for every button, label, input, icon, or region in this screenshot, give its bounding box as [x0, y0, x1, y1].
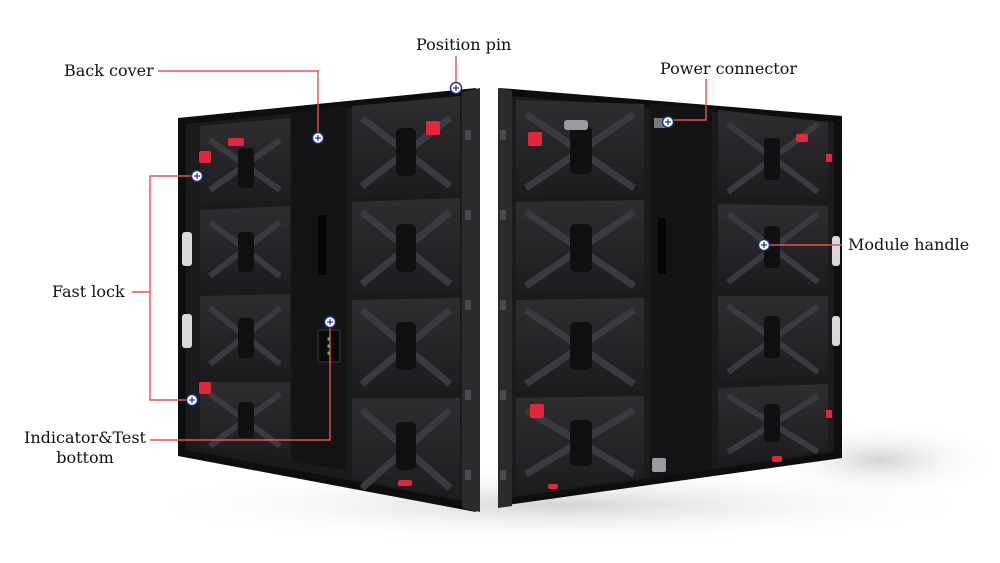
left-side-rail-notches	[465, 130, 471, 480]
right-red-lever-bottom	[530, 404, 544, 418]
left-upper-red-tab	[426, 121, 440, 135]
fast-lock-top-marker-icon	[190, 169, 204, 183]
right-latch-top	[564, 120, 588, 130]
module-handle-marker-icon	[757, 238, 771, 252]
indicator-test-label: Indicator&Test bottom	[20, 428, 150, 468]
fast-lock-label: Fast lock	[52, 282, 125, 301]
power-connector-marker-icon	[661, 115, 675, 129]
left-side-handle-upper	[182, 232, 192, 266]
right-cabinet-side-rail	[498, 88, 512, 508]
right-red-tab-base	[548, 484, 558, 489]
right-side-rail-notches	[500, 130, 506, 480]
right-side-handle-lower	[832, 316, 840, 346]
left-cabinet-spine	[292, 106, 346, 470]
right-red-tab-edge-top	[826, 154, 832, 162]
leader-power-connector	[668, 79, 707, 121]
right-spine-slot	[658, 218, 666, 274]
right-red-tab-bottom	[772, 456, 782, 462]
back-cover-label: Back cover	[64, 61, 154, 80]
left-top-red-tab	[228, 138, 244, 146]
left-fast-lock-bottom	[199, 382, 211, 394]
position-pin-label: Position pin	[416, 35, 512, 54]
leader-back-cover	[158, 70, 319, 133]
left-fast-lock-top	[199, 151, 211, 163]
module-handle-label: Module handle	[848, 235, 970, 254]
back-cover-marker-icon	[311, 131, 325, 145]
right-side-handle-upper	[832, 236, 840, 266]
indicator-test-marker-icon	[323, 315, 337, 329]
indicator-test-label-line1: Indicator&Test	[24, 428, 146, 447]
right-cabinet-spine	[650, 104, 712, 478]
left-bottom-red-tab	[398, 480, 412, 486]
left-side-handle-lower	[182, 314, 192, 348]
right-latch-bottom	[652, 458, 666, 472]
right-red-lever-top	[528, 132, 542, 146]
position-pin-marker-icon	[449, 81, 463, 95]
right-red-tab-top	[796, 134, 808, 142]
leader-fast-lock-bracket	[149, 175, 196, 401]
power-connector-label: Power connector	[660, 59, 797, 78]
right-cabinet-right-modules	[718, 110, 828, 466]
left-spine-slot	[318, 215, 326, 275]
leader-lines	[132, 56, 842, 441]
left-cabinet	[178, 88, 480, 512]
left-column-modules	[200, 118, 290, 458]
right-red-tab-edge-bottom	[826, 410, 832, 418]
indicator-test-label-line2: bottom	[56, 448, 114, 467]
leader-indicator-test	[150, 326, 331, 441]
right-cabinet	[498, 88, 842, 508]
right-cabinet-left-modules	[516, 100, 644, 494]
fast-lock-bottom-marker-icon	[185, 393, 199, 407]
